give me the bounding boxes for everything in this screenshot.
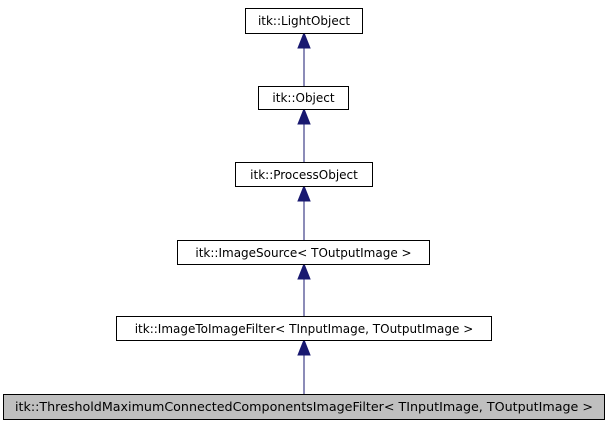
- node-imagetoimagefilter-label: itk::ImageToImageFilter< TInputImage, TO…: [135, 322, 474, 336]
- node-lightobject-label: itk::LightObject: [258, 14, 350, 28]
- node-lightobject-box: [245, 8, 363, 34]
- node-imagesource-box: [177, 240, 430, 265]
- node-imagesource[interactable]: itk::ImageSource< TOutputImage >: [177, 240, 430, 265]
- edge-imagesource-to-processobject: [297, 184, 311, 240]
- node-object-label: itk::Object: [272, 91, 334, 105]
- node-thresholdfilter-label: itk::ThresholdMaximumConnectedComponents…: [15, 400, 593, 414]
- node-processobject-label: itk::ProcessObject: [250, 168, 358, 182]
- node-thresholdfilter-box: [3, 394, 605, 420]
- node-imagetoimagefilter[interactable]: itk::ImageToImageFilter< TInputImage, TO…: [116, 316, 492, 341]
- edge-processobject-to-object: [297, 107, 311, 162]
- node-imagesource-label: itk::ImageSource< TOutputImage >: [195, 246, 411, 260]
- node-processobject-box: [235, 162, 373, 187]
- edge-object-to-lightobject: [297, 31, 311, 86]
- node-imagetoimagefilter-box: [116, 316, 492, 341]
- node-processobject[interactable]: itk::ProcessObject: [235, 162, 373, 187]
- edge-imagetoimagefilter-to-imagesource: [297, 262, 311, 316]
- node-object-box: [258, 86, 349, 110]
- edge-thresholdfilter-to-imagetoimagefilter: [297, 338, 311, 394]
- node-lightobject[interactable]: itk::LightObject: [245, 8, 363, 34]
- node-thresholdfilter[interactable]: itk::ThresholdMaximumConnectedComponents…: [3, 394, 605, 420]
- node-object[interactable]: itk::Object: [258, 86, 349, 110]
